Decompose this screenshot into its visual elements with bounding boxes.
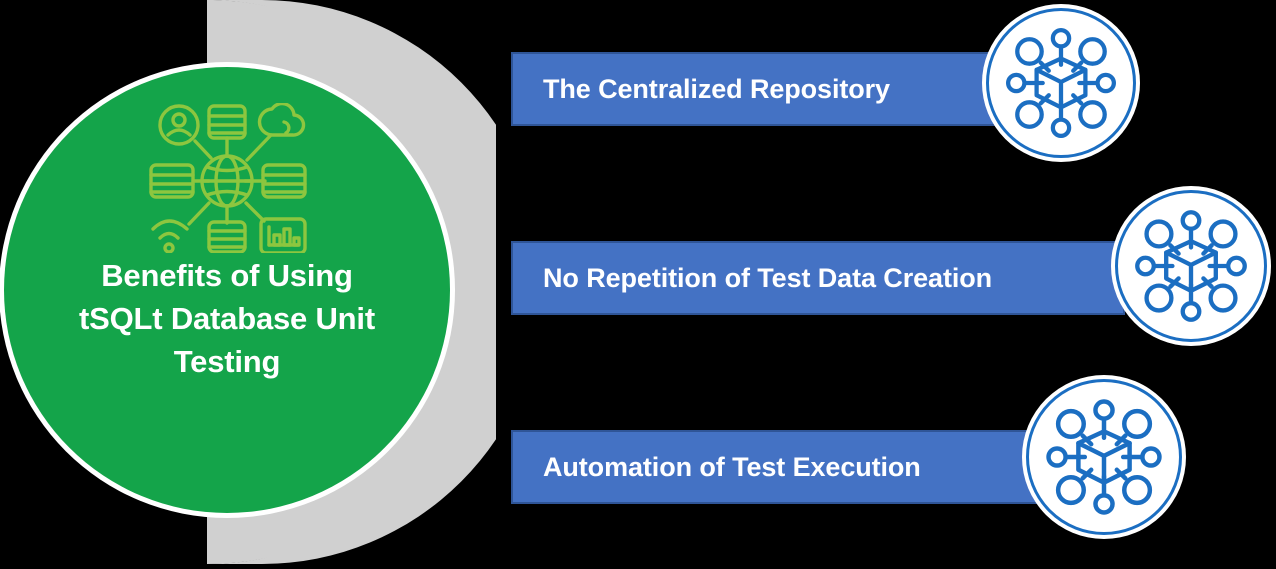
cube-network-icon-3[interactable]	[1026, 379, 1182, 535]
page-title: Benefits of Using tSQLt Database Unit Te…	[42, 255, 412, 383]
cube-network-icon-2[interactable]	[1115, 190, 1267, 342]
hub-title-line-3: Testing	[173, 343, 281, 379]
benefit-bar-automation-test-execution[interactable]: Automation of Test Execution	[511, 430, 1039, 504]
benefit-label: No Repetition of Test Data Creation	[543, 262, 993, 293]
benefit-label: The Centralized Repository	[543, 73, 890, 104]
gray-arc-decoration	[207, 0, 544, 564]
benefit-label: Automation of Test Execution	[543, 451, 921, 482]
hub-title-line-1: Benefits of Using	[101, 258, 353, 293]
hub-title-line-2: tSQLt Database Unit	[79, 300, 375, 336]
benefit-bar-centralized-repository[interactable]: The Centralized Repository	[511, 52, 996, 126]
hub-circle: Benefits of Using tSQLt Database Unit Te…	[4, 67, 450, 513]
benefit-bar-no-repetition-test-data[interactable]: No Repetition of Test Data Creation	[511, 241, 1125, 315]
network-globe-database-icon	[147, 101, 307, 255]
cube-network-icon-1[interactable]	[986, 8, 1136, 158]
